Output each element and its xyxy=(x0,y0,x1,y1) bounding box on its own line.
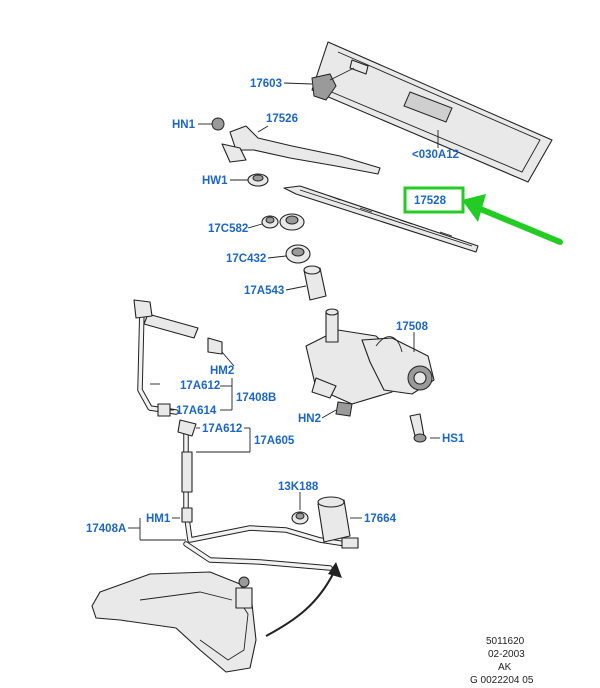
reference-line-4: G 0022204 05 xyxy=(470,675,534,686)
label-17a605: 17A605 xyxy=(254,435,295,447)
label-17a612-lower: 17A612 xyxy=(202,423,242,435)
washer-hose-upper xyxy=(133,299,223,417)
washer-jet-nozzle xyxy=(311,67,355,101)
part-labels: 17603 <030A12 HN1 17526 HW1 17528 17C582… xyxy=(86,78,465,535)
label-17526: 17526 xyxy=(266,113,298,125)
label-17664: 17664 xyxy=(364,513,397,525)
label-hw1: HW1 xyxy=(202,175,228,187)
wiper-arm xyxy=(211,117,381,175)
label-17a614: 17A614 xyxy=(176,405,217,417)
label-17c432: 17C432 xyxy=(226,253,266,265)
label-17528: 17528 xyxy=(414,195,447,207)
label-17a612-upper: 17A612 xyxy=(180,380,220,392)
label-17a543: 17A543 xyxy=(244,285,284,297)
washer-reservoir xyxy=(91,571,257,673)
label-17408a: 17408A xyxy=(86,523,126,535)
wiper-blade xyxy=(283,185,479,253)
drawing-reference: 5011620 02-2003 AK G 0022204 05 xyxy=(470,636,534,686)
label-17408b: 17408B xyxy=(236,392,276,404)
label-030a12: <030A12 xyxy=(412,149,459,161)
reference-line-1: 5011620 xyxy=(486,636,525,647)
label-13k188: 13K188 xyxy=(278,481,319,493)
washer-hose-lower xyxy=(177,419,349,571)
grommet-stack xyxy=(261,213,327,301)
label-hs1: HS1 xyxy=(442,433,465,445)
label-17c582: 17C582 xyxy=(208,223,248,235)
tailgate-trim-panel xyxy=(311,41,553,183)
wiper-motor xyxy=(305,308,435,405)
reference-line-3: AK xyxy=(498,662,512,673)
label-17508: 17508 xyxy=(396,321,429,333)
motor-fixings xyxy=(335,401,427,443)
washer-pump xyxy=(291,496,359,549)
label-hm1: HM1 xyxy=(146,513,171,525)
leader-lines xyxy=(128,82,440,541)
spindle-washer xyxy=(247,173,269,187)
label-hn2: HN2 xyxy=(298,413,321,425)
label-hn1: HN1 xyxy=(172,119,196,131)
reference-line-2: 02-2003 xyxy=(488,649,525,660)
reference-arrow xyxy=(265,562,342,637)
label-17603: 17603 xyxy=(250,78,282,90)
highlight-callout xyxy=(403,186,563,245)
label-hm2: HM2 xyxy=(210,365,234,377)
